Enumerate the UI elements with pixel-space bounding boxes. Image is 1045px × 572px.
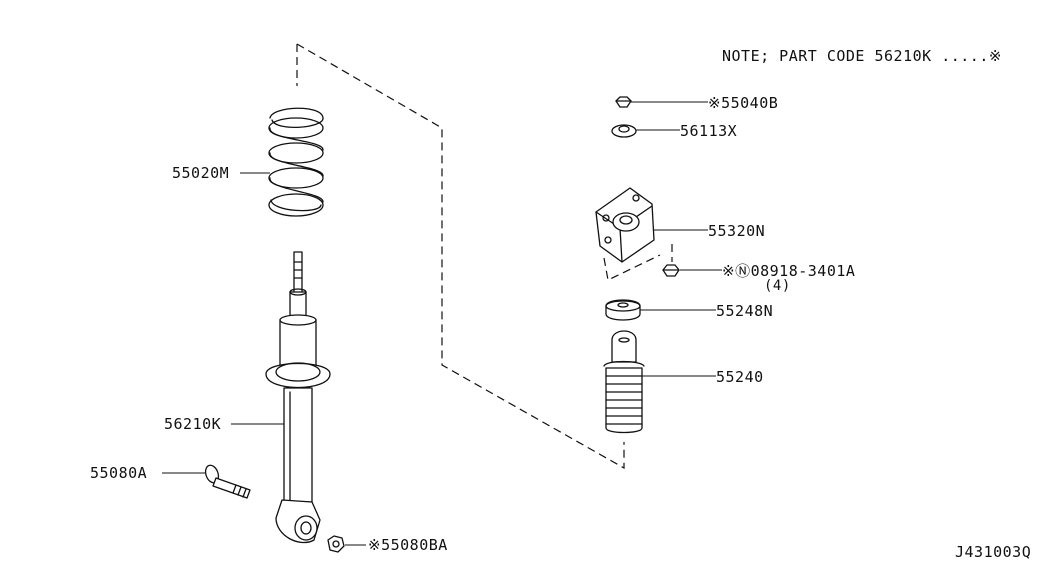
top-nut-icon bbox=[615, 96, 632, 108]
part-label-55040b: ※55040B bbox=[708, 94, 778, 112]
coil-spring-icon bbox=[268, 107, 324, 217]
shock-absorber-icon bbox=[265, 251, 331, 544]
washer-icon bbox=[611, 124, 637, 138]
part-label-08918-3401a: ※Ⓝ08918-3401A bbox=[722, 262, 855, 280]
part-label-56210k: 56210K bbox=[164, 415, 221, 433]
mount-insulator-icon bbox=[595, 187, 655, 263]
part-qty-08918-3401a: (4) bbox=[764, 278, 791, 294]
nut-icon bbox=[327, 535, 345, 553]
part-code-note: NOTE; PART CODE 56210K .....※ bbox=[722, 47, 1002, 65]
part-label-55080a: 55080A bbox=[90, 464, 147, 482]
diagram-id: J431003Q bbox=[955, 543, 1031, 561]
mount-nut-icon bbox=[662, 264, 680, 277]
part-label-55248n: 55248N bbox=[716, 302, 773, 320]
part-label-55080ba: ※55080BA bbox=[368, 536, 448, 554]
assembly-outline bbox=[296, 43, 673, 470]
part-label-55020m: 55020M bbox=[172, 164, 229, 182]
part-label-55320n: 55320N bbox=[708, 222, 765, 240]
dust-cover-icon bbox=[603, 330, 645, 434]
bumper-seat-icon bbox=[605, 299, 641, 321]
bolt-icon bbox=[204, 464, 251, 499]
part-label-55240: 55240 bbox=[716, 368, 764, 386]
part-label-56113x: 56113X bbox=[680, 122, 737, 140]
